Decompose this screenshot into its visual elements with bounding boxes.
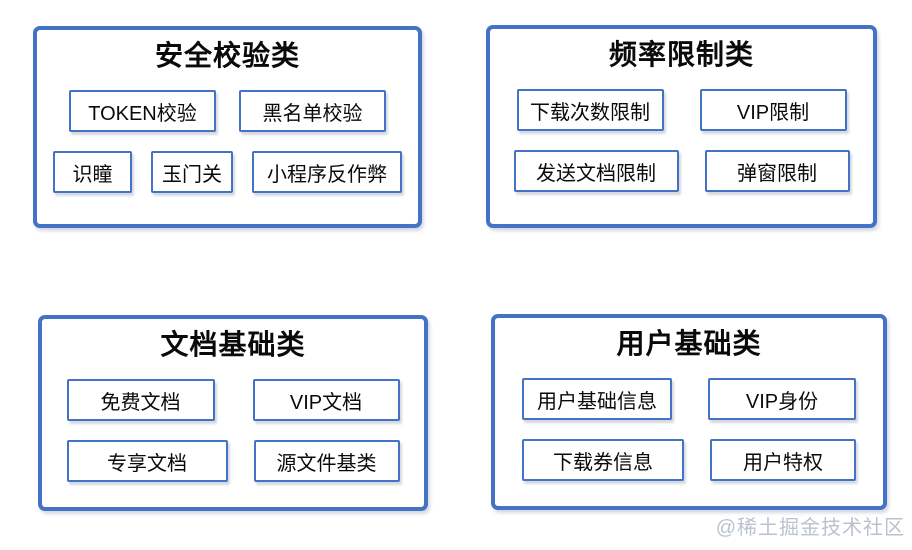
item-user-basic-info: 用户基础信息	[522, 378, 672, 420]
group-title-document-base: 文档基础类	[160, 329, 306, 360]
item-shitong: 识瞳	[53, 151, 132, 193]
group-row: 发送文档限制 弹窗限制	[490, 150, 873, 192]
item-miniprogram-anticheat: 小程序反作弊	[252, 151, 402, 193]
item-send-document-limit: 发送文档限制	[513, 150, 679, 192]
item-exclusive-document: 专享文档	[66, 440, 228, 482]
group-row: 免费文档 VIP文档	[42, 379, 424, 421]
group-title-rate-limit: 频率限制类	[608, 39, 754, 70]
item-yumenguan: 玉门关	[151, 151, 233, 193]
group-title-user-base: 用户基础类	[616, 328, 762, 359]
group-document-base: 文档基础类 免费文档 VIP文档 专享文档 源文件基类	[38, 315, 428, 511]
item-source-file-base: 源文件基类	[253, 440, 400, 482]
item-free-document: 免费文档	[66, 379, 215, 421]
item-user-privilege: 用户特权	[710, 439, 856, 481]
group-row: 用户基础信息 VIP身份	[495, 378, 883, 420]
item-vip-limit: VIP限制	[699, 89, 847, 131]
item-download-coupon-info: 下载券信息	[522, 439, 684, 481]
group-row: 识瞳 玉门关 小程序反作弊	[37, 151, 418, 193]
item-popup-limit: 弹窗限制	[704, 150, 850, 192]
item-blacklist-verification: 黑名单校验	[239, 90, 386, 132]
group-row: TOKEN校验 黑名单校验	[37, 90, 418, 132]
item-vip-document: VIP文档	[252, 379, 400, 421]
group-title-security-verification: 安全校验类	[154, 40, 300, 71]
group-user-base: 用户基础类 用户基础信息 VIP身份 下载券信息 用户特权	[491, 314, 887, 510]
item-token-verification: TOKEN校验	[69, 90, 216, 132]
group-row: 下载次数限制 VIP限制	[490, 89, 873, 131]
item-vip-identity: VIP身份	[708, 378, 856, 420]
group-row: 下载券信息 用户特权	[495, 439, 883, 481]
item-download-count-limit: 下载次数限制	[516, 89, 664, 131]
group-security-verification: 安全校验类 TOKEN校验 黑名单校验 识瞳 玉门关 小程序反作弊	[33, 26, 422, 228]
group-row: 专享文档 源文件基类	[42, 440, 424, 482]
group-rate-limit: 频率限制类 下载次数限制 VIP限制 发送文档限制 弹窗限制	[486, 25, 877, 228]
watermark-text: @稀土掘金技术社区	[715, 517, 905, 539]
